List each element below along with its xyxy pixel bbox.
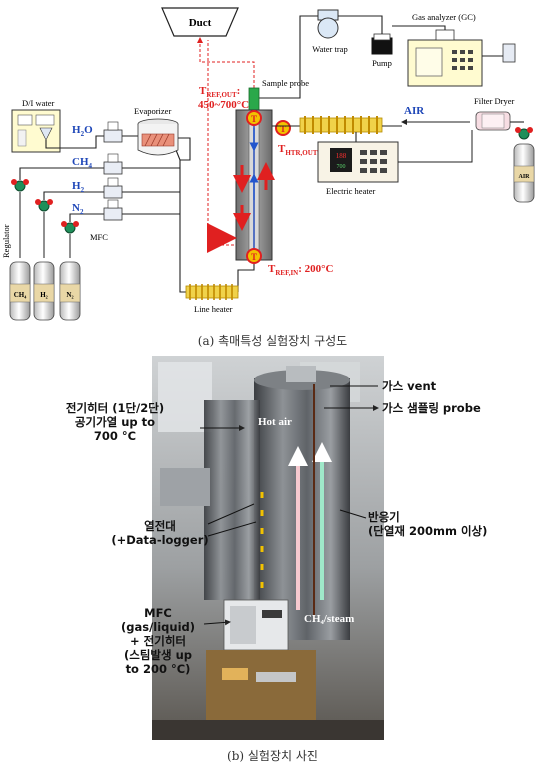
air-heater-coil bbox=[272, 116, 402, 134]
regulator-label: Regulator bbox=[1, 224, 11, 258]
t-ref-out-label: TREF,OUT: 450~700°C bbox=[198, 85, 249, 111]
thermocouple-in: T bbox=[246, 248, 262, 264]
svg-text:T: T bbox=[280, 124, 286, 134]
svg-text:CH₄: CH₄ bbox=[14, 291, 28, 299]
annotation-mfc-line4: (스팀발생 up bbox=[124, 648, 192, 662]
sample-probe-label: Sample probe bbox=[262, 78, 309, 88]
di-water: D/I water bbox=[11, 98, 61, 153]
evaporizer: Evaporizer bbox=[134, 106, 179, 156]
hot-air-label: Hot air bbox=[258, 416, 292, 428]
annotation-thermocouple-line1: 열전대 bbox=[144, 519, 176, 533]
water-trap-label: Water trap bbox=[312, 44, 347, 54]
regulators bbox=[11, 179, 79, 258]
svg-text:TREF,IN: 200°C: TREF,IN: 200°C bbox=[268, 263, 334, 277]
annotation-heater-line2: 공기가열 up to bbox=[74, 415, 156, 429]
heater-body bbox=[204, 400, 260, 600]
di-water-label: D/I water bbox=[22, 98, 55, 108]
exhaust-line-2 bbox=[207, 40, 234, 246]
caption-b: (b) 실험장치 사진 bbox=[227, 749, 318, 763]
annotation-mfc-line1: MFC bbox=[144, 606, 172, 620]
n2-label: N2 bbox=[72, 202, 84, 216]
air-regulator bbox=[515, 127, 533, 140]
ch4-steam-label: CH₄/steam bbox=[304, 613, 354, 625]
mfc-n2 bbox=[103, 199, 123, 221]
annotation-mfc-line2: (gas/liquid) bbox=[120, 620, 196, 634]
mfc-label: MFC bbox=[90, 232, 108, 242]
evaporizer-label: Evaporizer bbox=[134, 106, 171, 116]
diagram-panel: Duct Water trap Pump Gas analyzer (GC) bbox=[1, 7, 535, 321]
heater-display-bottom: 700 bbox=[337, 164, 346, 170]
annotation-mfc-line5: to 200 °C) bbox=[125, 662, 191, 676]
air-label: AIR bbox=[404, 105, 425, 117]
mfc-h2 bbox=[103, 177, 123, 199]
t-ref-in-label: TREF,IN: 200°C bbox=[268, 263, 334, 277]
air-cylinder: AIR bbox=[513, 143, 535, 203]
caption-a: (a) 촉매특성 실험장치 구성도 bbox=[197, 334, 348, 348]
cylinder-h2: H₂ bbox=[33, 261, 55, 321]
annotation-reactor-line2: (단열재 200mm 이상) bbox=[368, 524, 488, 538]
annotation-heater-line1: 전기히터 (1단/2단) bbox=[65, 401, 165, 415]
photo-panel: Hot air CH₄/steam bbox=[152, 356, 384, 740]
annotation-thermocouple: 열전대 (+Data-logger) bbox=[110, 519, 210, 547]
annotation-thermocouple-line2: (+Data-logger) bbox=[111, 533, 209, 547]
cylinder-ch4: CH₄ bbox=[9, 261, 31, 321]
h2o-label: H2O bbox=[72, 124, 93, 138]
annotation-reactor-line1: 반응기 bbox=[368, 510, 400, 524]
annotation-heater: 전기히터 (1단/2단) 공기가열 up to 700 °C bbox=[30, 401, 200, 443]
cylinder-n2: N₂ bbox=[59, 261, 81, 321]
annotation-heater-line3: 700 °C bbox=[93, 429, 137, 443]
thermocouple-htr: T bbox=[275, 120, 291, 136]
svg-text:THTR,OUT: THTR,OUT bbox=[278, 143, 318, 157]
electric-heater-label: Electric heater bbox=[326, 186, 375, 196]
ch4-label: CH4 bbox=[72, 156, 93, 170]
svg-text:N₂: N₂ bbox=[66, 291, 73, 299]
filter-dryer-label: Filter Dryer bbox=[474, 96, 515, 106]
annotation-gas-vent: 가스 vent bbox=[382, 379, 437, 393]
sample-line bbox=[256, 15, 318, 99]
gas-analyzer: Gas analyzer (GC) bbox=[407, 12, 516, 87]
mfc-ch4 bbox=[103, 153, 123, 175]
t-htr-out-label: THTR,OUT bbox=[278, 143, 318, 157]
mfc-h2o bbox=[103, 121, 123, 143]
annotation-reactor: 반응기 (단열재 200mm 이상) bbox=[368, 510, 487, 538]
pump-label: Pump bbox=[372, 58, 392, 68]
line-heater: Line heater bbox=[185, 284, 239, 314]
gas-lines bbox=[19, 135, 255, 293]
annotation-mfc: MFC (gas/liquid) + 전기히터 (스팀발생 up to 200 … bbox=[110, 606, 206, 676]
svg-text:TREF,OUT:: TREF,OUT: bbox=[199, 85, 240, 99]
h2-label: H2 bbox=[72, 180, 85, 194]
water-trap: Water trap bbox=[312, 9, 348, 54]
thermocouple-out: T bbox=[246, 110, 262, 126]
duct-label: Duct bbox=[189, 17, 212, 29]
heater-display-top: 188 bbox=[336, 152, 347, 160]
svg-text:T: T bbox=[251, 114, 257, 124]
exhaust-line bbox=[197, 37, 255, 88]
annotation-mfc-line3: + 전기히터 bbox=[130, 634, 186, 648]
gas-analyzer-label: Gas analyzer (GC) bbox=[412, 12, 476, 22]
pump: Pump bbox=[371, 33, 393, 68]
svg-text:T: T bbox=[251, 252, 257, 262]
annotation-sampling-probe: 가스 샘플링 probe bbox=[382, 401, 481, 415]
svg-text:AIR: AIR bbox=[518, 174, 530, 180]
duct: Duct bbox=[161, 7, 239, 37]
line-heater-label: Line heater bbox=[194, 304, 233, 314]
svg-text:H₂: H₂ bbox=[40, 291, 48, 299]
svg-text:450~700°C: 450~700°C bbox=[198, 99, 249, 111]
filter-dryer: Filter Dryer bbox=[474, 96, 515, 131]
reactor-body bbox=[254, 378, 350, 640]
electric-heater: 188 700 Electric heater bbox=[317, 132, 399, 196]
